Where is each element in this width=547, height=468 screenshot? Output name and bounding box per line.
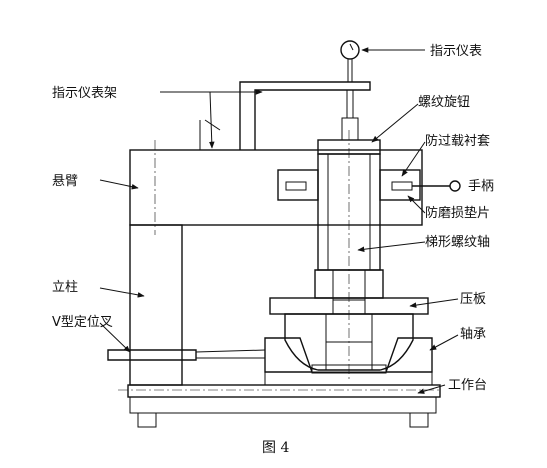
label-wear-pad: 防磨损垫片 [425, 205, 490, 221]
label-handle: 手柄 [468, 179, 494, 194]
label-indicator: 指示仪表 [430, 44, 482, 59]
cantilever-arm [129, 140, 423, 235]
label-pressure-plate: 压板 [460, 292, 486, 307]
handle [412, 180, 461, 192]
lower-block [264, 337, 433, 386]
label-overload-sleeve: 防过载衬套 [425, 133, 490, 149]
label-column: 立柱 [52, 280, 78, 295]
worktable [118, 384, 441, 428]
figure-caption: 图 4 [262, 440, 289, 456]
label-worktable: 工作台 [448, 378, 487, 393]
column [129, 224, 183, 386]
label-cantilever: 悬臂 [52, 174, 78, 189]
label-trapezoid-shaft: 梯形螺纹轴 [425, 235, 490, 250]
label-v-fork: V型定位叉 [52, 315, 113, 330]
bearing [284, 313, 414, 371]
label-bearing: 轴承 [460, 327, 486, 342]
overload-sleeve [277, 169, 421, 201]
indicator-stand [199, 81, 371, 150]
label-screw-knob: 螺纹旋钮 [418, 95, 470, 110]
v-fork [107, 349, 266, 361]
leader-lines [99, 47, 459, 394]
label-indicator-stand: 指示仪表架 [52, 86, 117, 101]
